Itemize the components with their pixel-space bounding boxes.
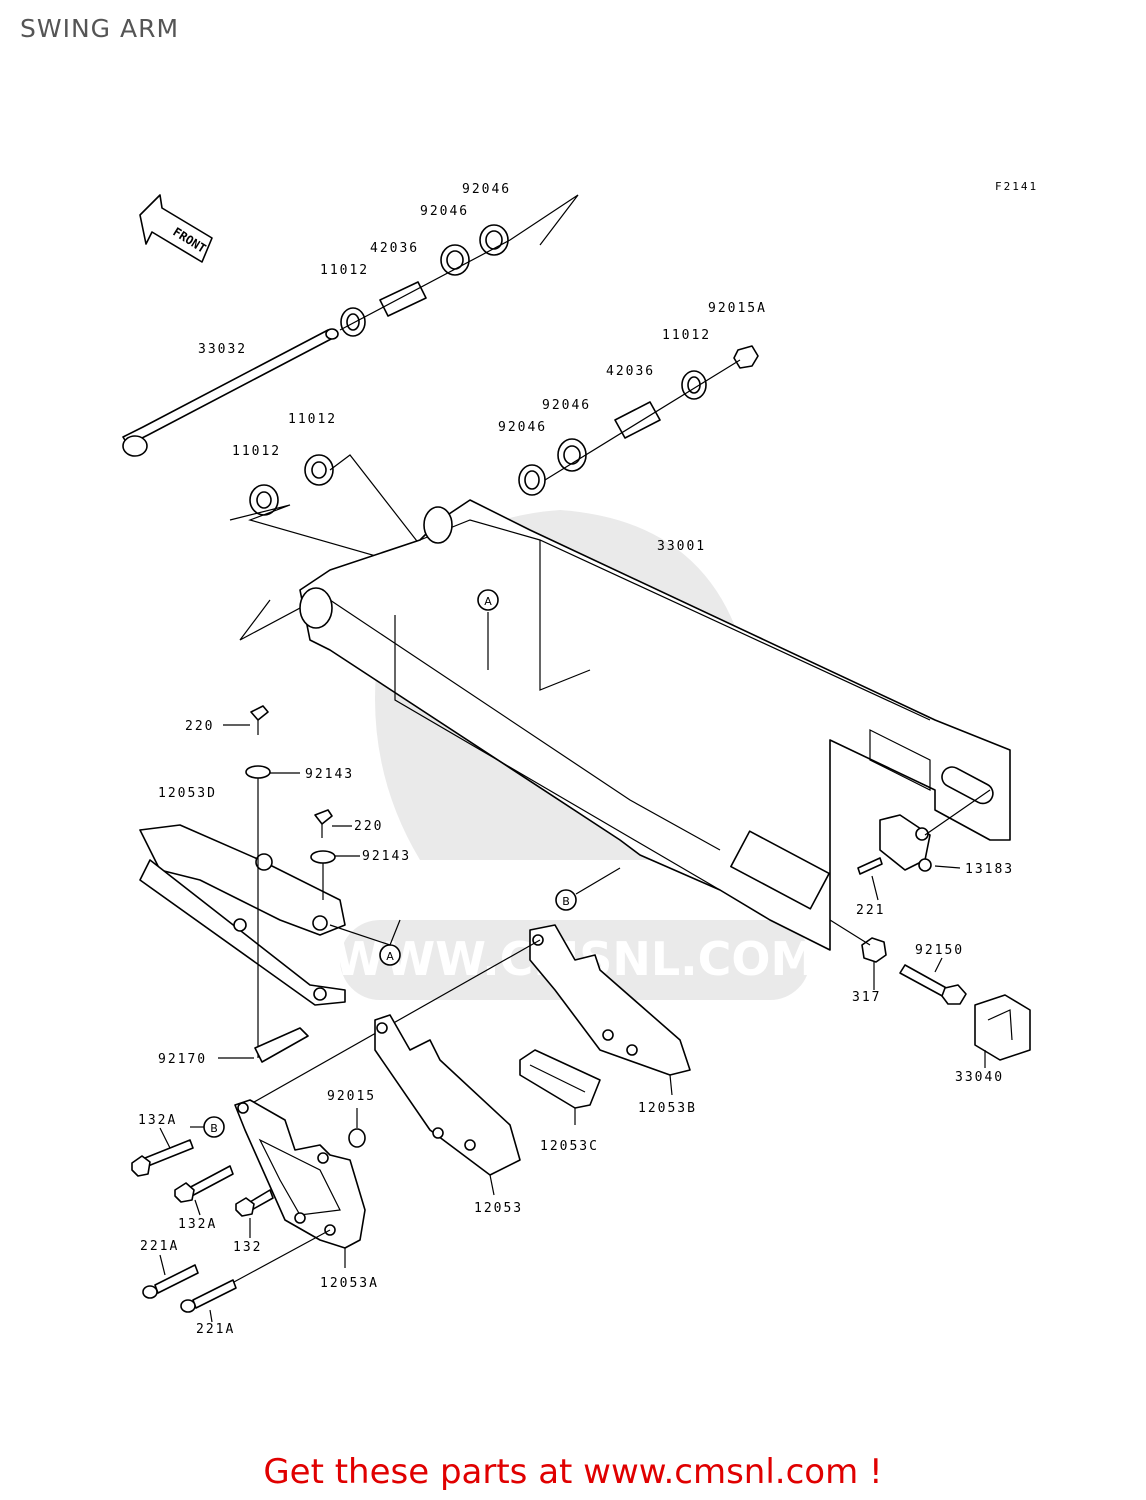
screw-221A-a [142, 1254, 199, 1299]
top-bearing-stack [339, 194, 579, 337]
label-33040: 33040 [955, 1070, 1004, 1085]
chain-guide-12053 [374, 1014, 521, 1196]
label-12053B: 12053B [638, 1101, 697, 1116]
screw-221A-b [180, 1279, 237, 1323]
label-92150: 92150 [915, 943, 964, 958]
guide-block-12053C [519, 1049, 601, 1125]
callout-b: B B [190, 867, 621, 1138]
left-bushings [229, 454, 421, 641]
callout-a2-label: A [386, 950, 394, 963]
label-13183: 13183 [965, 862, 1014, 877]
callout-b2-label: B [210, 1122, 218, 1135]
label-132A-a: 132A [138, 1113, 177, 1128]
label-92015A: 92015A [708, 301, 767, 316]
label-221A-b: 221A [196, 1322, 235, 1337]
label-220-a: 220 [185, 719, 214, 734]
label-92046-top1: 92046 [462, 182, 511, 197]
label-92170: 92170 [158, 1052, 207, 1067]
bolt-132A-b [174, 1165, 234, 1216]
bolt-92150 [899, 957, 967, 1005]
right-bearing-stack [518, 345, 759, 496]
front-arrow-icon: FRONT [139, 194, 213, 263]
block-33040 [974, 994, 1031, 1068]
callout-a: A A [329, 589, 499, 966]
footer-link[interactable]: Get these parts at www.cmsnl.com ! [263, 1452, 883, 1492]
nut-317 [829, 919, 887, 990]
callout-b-label: B [562, 895, 570, 908]
screw-220-b [310, 809, 360, 900]
pivot-shaft-33032 [122, 328, 339, 457]
bolt-221 [857, 857, 883, 901]
label-221A-a: 221A [140, 1239, 179, 1254]
guide-plate-12053A [209, 1099, 366, 1296]
washer-92015 [348, 1108, 366, 1148]
callout-a-label: A [484, 595, 492, 608]
figure-code: F2141 [995, 180, 1038, 193]
label-11012-left1: 11012 [288, 412, 337, 427]
chain-slider-12053D [139, 824, 346, 1006]
label-11012-right: 11012 [662, 328, 711, 343]
label-220-b: 220 [354, 819, 383, 834]
label-12053A: 12053A [320, 1276, 379, 1291]
label-92046-right2: 92046 [498, 420, 547, 435]
label-92046-right1: 92046 [542, 398, 591, 413]
bolt-132 [235, 1189, 274, 1238]
label-33032: 33032 [198, 342, 247, 357]
label-12053D: 12053D [158, 786, 217, 801]
label-11012-left2: 11012 [232, 444, 281, 459]
adjuster-13183 [879, 789, 991, 872]
swing-arm-33001 [299, 499, 1011, 951]
clip-92170 [218, 1027, 309, 1063]
label-92143-a: 92143 [305, 767, 354, 782]
label-92143-b: 92143 [362, 849, 411, 864]
label-132A-b: 132A [178, 1217, 217, 1232]
label-42036-right: 42036 [606, 364, 655, 379]
label-33001: 33001 [657, 539, 706, 554]
bolt-132A-a [131, 1127, 194, 1177]
label-317: 317 [852, 990, 881, 1005]
page-title: SWING ARM [20, 14, 180, 43]
chain-guide-12053B [239, 924, 691, 1111]
label-42036-top: 42036 [370, 241, 419, 256]
screw-220-a [223, 705, 300, 1058]
label-92046-top2: 92046 [420, 204, 469, 219]
label-221: 221 [856, 903, 885, 918]
label-12053C: 12053C [540, 1139, 599, 1154]
label-12053: 12053 [474, 1201, 523, 1216]
label-92015: 92015 [327, 1089, 376, 1104]
label-11012-top: 11012 [320, 263, 369, 278]
label-132: 132 [233, 1240, 262, 1255]
